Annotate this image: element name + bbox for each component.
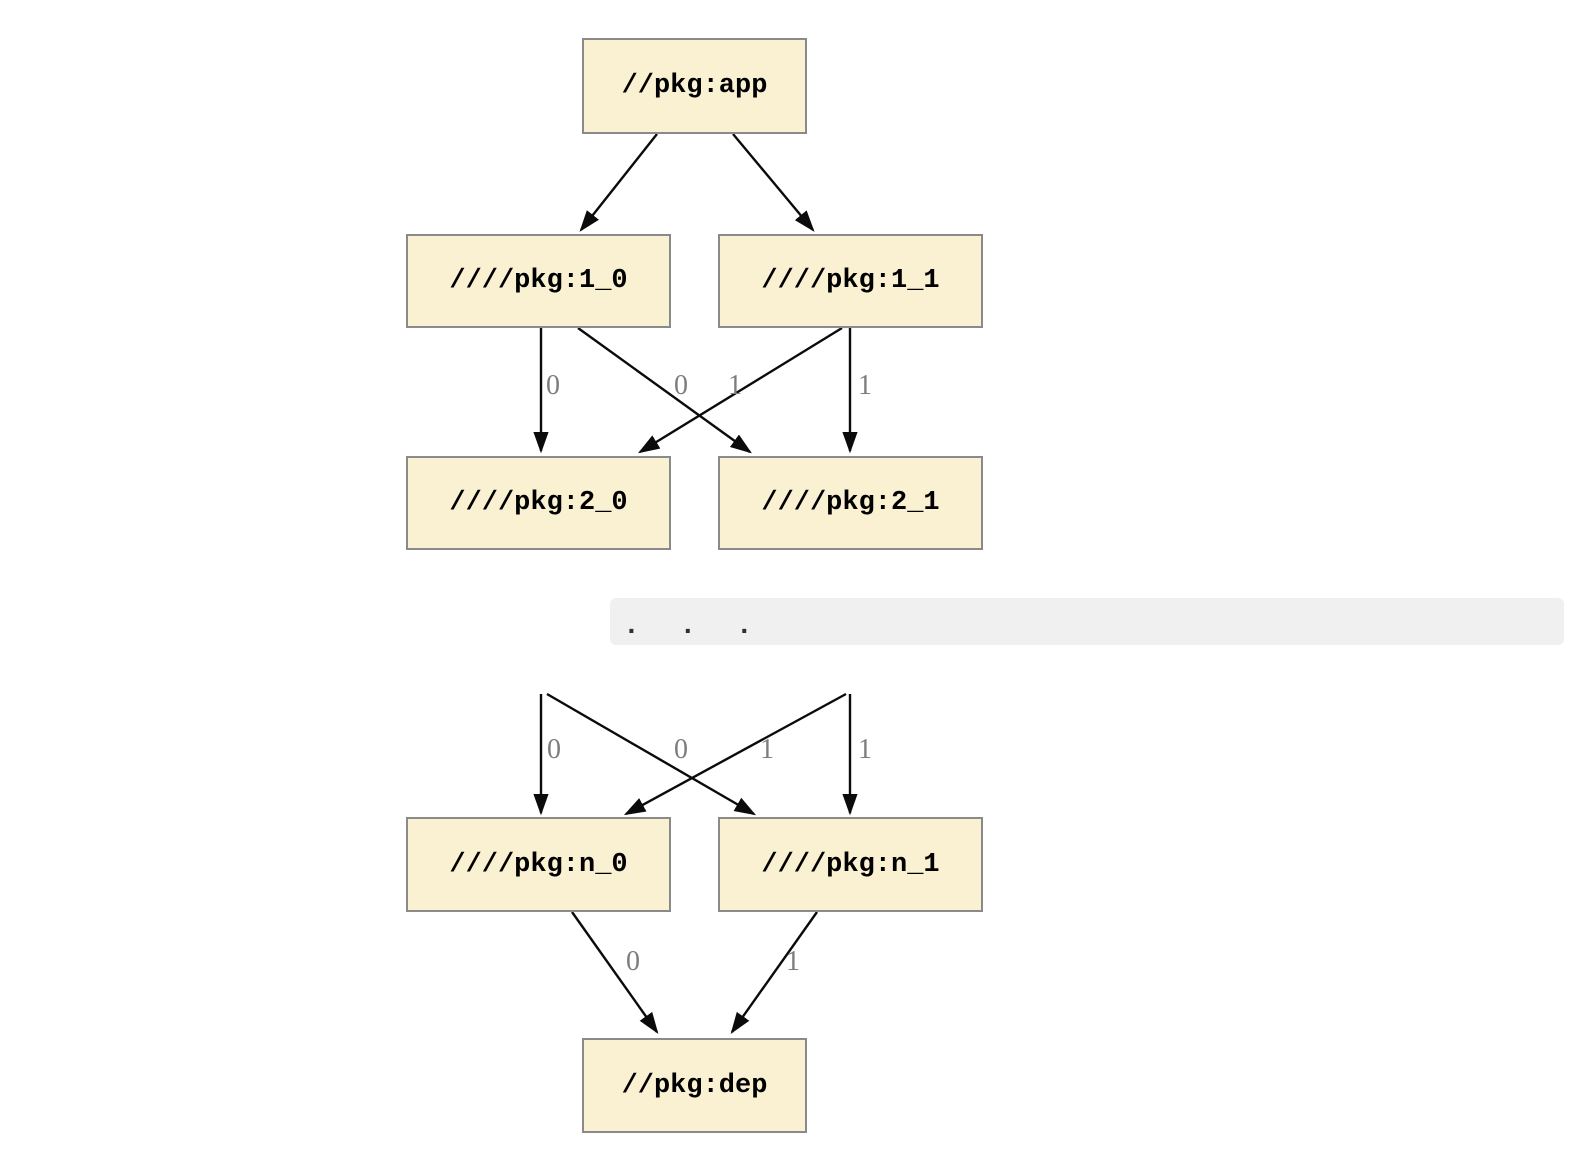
- node-pkg-2_1: ////pkg:2_1: [718, 456, 983, 550]
- node-pkg-1_0-label: ////pkg:1_0: [449, 266, 628, 296]
- node-pkg-dep: //pkg:dep: [582, 1038, 807, 1133]
- edge-label-elided-to-n_0-vertical: 0: [547, 734, 561, 765]
- node-pkg-n_0: ////pkg:n_0: [406, 817, 671, 912]
- edge-label-1_0-to-2_1: 1: [728, 370, 742, 401]
- node-pkg-n_1: ////pkg:n_1: [718, 817, 983, 912]
- edge-1_0-to-2_1: [577, 327, 752, 454]
- edge-label-1_0-to-2_0: 0: [546, 370, 560, 401]
- edge-app-to-1_0: [579, 133, 658, 232]
- node-pkg-n_0-label: ////pkg:n_0: [449, 849, 628, 880]
- edge-label-1_1-to-2_1: 1: [858, 370, 872, 401]
- edge-elided-to-n_1-diagonal: [546, 692, 757, 816]
- edge-label-elided-to-n_1-diagonal: 1: [760, 734, 774, 765]
- node-pkg-dep-label: //pkg:dep: [621, 1070, 768, 1101]
- ellipsis-bar: . . .: [610, 598, 1564, 645]
- node-pkg-n_1-label: ////pkg:n_1: [761, 849, 940, 880]
- ellipsis-text: . . .: [623, 611, 755, 642]
- node-pkg-1_1: ////pkg:1_1: [718, 234, 983, 328]
- node-pkg-1_1-label: ////pkg:1_1: [761, 266, 940, 296]
- edge-label-1_1-to-2_0: 0: [674, 370, 688, 401]
- node-pkg-2_1-label: ////pkg:2_1: [761, 488, 940, 518]
- node-pkg-2_0-label: ////pkg:2_0: [449, 488, 628, 518]
- edge-elided-to-n_0-diagonal: [623, 692, 847, 816]
- edge-1_1-to-2_0: [637, 326, 843, 454]
- node-pkg-2_0: ////pkg:2_0: [406, 456, 671, 550]
- edge-label-elided-to-n_0-diagonal: 0: [674, 734, 688, 765]
- edge-label-elided-to-n_1-vertical: 1: [858, 734, 872, 765]
- edge-n_1-to-dep: [730, 911, 818, 1034]
- edge-label-n_0-to-dep: 0: [626, 946, 640, 977]
- node-pkg-1_0: ////pkg:1_0: [406, 234, 671, 328]
- node-pkg-app: //pkg:app: [582, 38, 807, 134]
- node-pkg-app-label: //pkg:app: [621, 71, 768, 101]
- edge-label-n_1-to-dep: 1: [786, 946, 800, 977]
- edge-app-to-1_1: [732, 133, 815, 232]
- edge-n_0-to-dep: [571, 911, 659, 1034]
